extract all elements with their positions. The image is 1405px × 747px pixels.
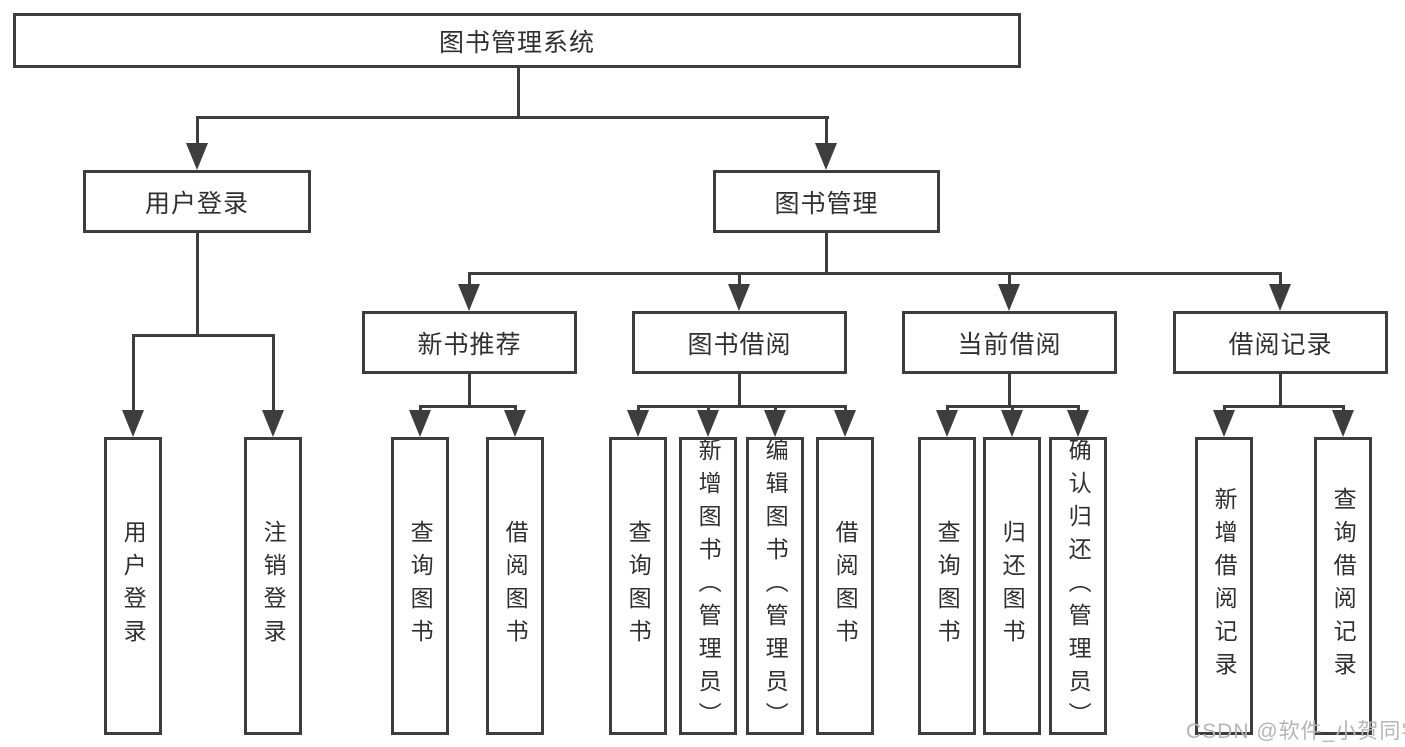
connector-l3-drop: [1008, 272, 1011, 284]
connector-current-stem: [1008, 374, 1011, 405]
arrow-down-icon: [1213, 410, 1235, 437]
connector-leaf-drop: [1011, 405, 1014, 410]
leaf-return-books-label: 归还图书: [999, 520, 1026, 652]
node-current-borrowing-label: 当前借阅: [957, 330, 1062, 359]
connector-leaf-drop: [774, 405, 777, 410]
leaf-add-borrow-record-label: 新增借阅记录: [1211, 487, 1238, 685]
connector-leaf-drop: [946, 405, 949, 410]
leaf-logout: 注销登录: [244, 437, 302, 735]
leaf-edit-books-admin: 编辑图书（管理员）: [746, 437, 804, 735]
connector-leaf-drop: [132, 334, 135, 410]
connector-book-mgmt-branch: [468, 272, 1282, 275]
connector-leaf-drop: [707, 405, 710, 410]
connector-root-stem: [517, 68, 520, 116]
node-book-borrowing: 图书借阅: [632, 311, 847, 374]
leaf-borrow-books-recommend-label: 借阅图书: [502, 520, 529, 652]
arrow-down-icon: [998, 284, 1020, 311]
arrow-down-icon: [1067, 410, 1089, 437]
node-new-book-recommend-label: 新书推荐: [417, 330, 522, 359]
node-user-login-label: 用户登录: [144, 189, 249, 218]
connector-leaf-drop: [419, 405, 422, 410]
connector-borrowing-stem: [738, 374, 741, 405]
connector-records-branch: [1223, 405, 1344, 408]
node-current-borrowing: 当前借阅: [902, 311, 1117, 374]
arrow-down-icon: [1001, 410, 1023, 437]
connector-user-login-stem: [196, 233, 199, 334]
arrow-down-icon: [1332, 410, 1354, 437]
connector-records-stem: [1279, 374, 1282, 405]
connector-user-login-drop: [196, 116, 199, 143]
leaf-query-books-borrowing: 查询图书: [609, 437, 667, 735]
leaf-borrow-books-label: 借阅图书: [832, 520, 859, 652]
arrow-down-icon: [936, 410, 958, 437]
leaf-confirm-return-admin-label: 确认归还（管理员）: [1065, 437, 1092, 735]
connector-root-branch: [196, 116, 829, 119]
leaf-query-books-current-label: 查询图书: [934, 520, 961, 652]
connector-l3-drop: [738, 272, 741, 284]
node-book-borrowing-label: 图书借阅: [687, 330, 792, 359]
leaf-query-books-borrowing-label: 查询图书: [625, 520, 652, 652]
arrow-down-icon: [697, 410, 719, 437]
arrow-down-icon: [834, 410, 856, 437]
connector-borrowing-branch: [637, 405, 846, 408]
leaf-query-borrow-record-label: 查询借阅记录: [1330, 487, 1357, 685]
leaf-add-books-admin: 新增图书（管理员）: [679, 437, 737, 735]
node-borrowing-records-label: 借阅记录: [1228, 330, 1333, 359]
leaf-borrow-books-recommend: 借阅图书: [486, 437, 544, 735]
arrow-down-icon: [122, 410, 144, 437]
leaf-return-books: 归还图书: [983, 437, 1041, 735]
leaf-query-books-current: 查询图书: [918, 437, 976, 735]
connector-l3-drop: [1279, 272, 1282, 284]
node-borrowing-records: 借阅记录: [1173, 311, 1388, 374]
connector-leaf-drop: [1223, 405, 1226, 410]
arrow-down-icon: [262, 410, 284, 437]
node-root-system: 图书管理系统: [13, 13, 1021, 68]
arrow-down-icon: [409, 410, 431, 437]
arrow-down-icon: [764, 410, 786, 437]
leaf-query-books-recommend-label: 查询图书: [407, 520, 434, 652]
leaf-edit-books-admin-label: 编辑图书（管理员）: [762, 437, 789, 735]
csdn-watermark: CSDN @软件_小贺同学: [1186, 720, 1405, 743]
connector-book-mgmt-drop: [825, 116, 828, 143]
arrow-down-icon: [627, 410, 649, 437]
arrow-down-icon: [186, 143, 208, 170]
arrow-down-icon: [728, 284, 750, 311]
node-user-login: 用户登录: [83, 170, 311, 233]
leaf-user-login: 用户登录: [104, 437, 162, 735]
leaf-query-books-recommend: 查询图书: [391, 437, 449, 735]
leaf-query-borrow-record: 查询借阅记录: [1314, 437, 1372, 735]
connector-leaf-drop: [844, 405, 847, 410]
connector-leaf-drop: [1342, 405, 1345, 410]
connector-leaf-drop: [272, 334, 275, 410]
arrow-down-icon: [504, 410, 526, 437]
connector-book-mgmt-stem: [825, 233, 828, 272]
leaf-confirm-return-admin: 确认归还（管理员）: [1049, 437, 1107, 735]
leaf-borrow-books: 借阅图书: [816, 437, 874, 735]
node-root-label: 图书管理系统: [438, 28, 595, 57]
node-new-book-recommend: 新书推荐: [362, 311, 577, 374]
connector-l3-drop: [468, 272, 471, 284]
node-book-management-label: 图书管理: [774, 189, 879, 218]
connector-recommend-branch: [419, 405, 516, 408]
arrow-down-icon: [458, 284, 480, 311]
connector-recommend-stem: [468, 374, 471, 405]
node-book-management: 图书管理: [713, 170, 940, 233]
leaf-logout-label: 注销登录: [260, 520, 287, 652]
arrow-down-icon: [815, 143, 837, 170]
connector-user-login-branch: [132, 334, 274, 337]
leaf-add-books-admin-label: 新增图书（管理员）: [695, 437, 722, 735]
leaf-add-borrow-record: 新增借阅记录: [1195, 437, 1253, 735]
connector-leaf-drop: [637, 405, 640, 410]
connector-leaf-drop: [514, 405, 517, 410]
leaf-user-login-label: 用户登录: [120, 520, 147, 652]
connector-leaf-drop: [1077, 405, 1080, 410]
arrow-down-icon: [1269, 284, 1291, 311]
